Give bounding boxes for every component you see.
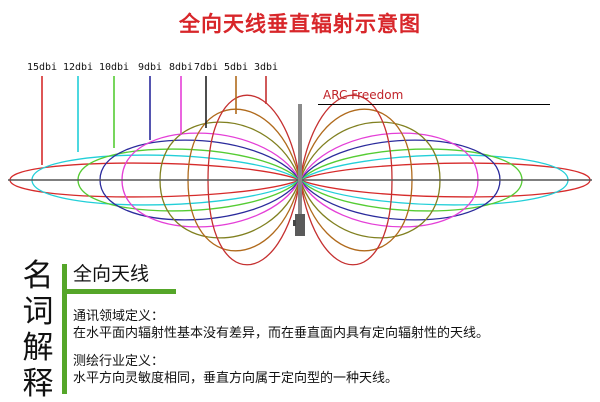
- antenna-base: [295, 214, 305, 236]
- antenna-mast: [298, 104, 302, 214]
- side-char: 释: [22, 366, 54, 402]
- gain-label: 10dbi: [99, 62, 129, 73]
- gain-label: 7dbi: [194, 62, 218, 73]
- antenna-bracket: [293, 220, 296, 226]
- gain-label: 15dbi: [27, 62, 57, 73]
- gain-label: 3dbi: [254, 62, 278, 73]
- gain-label: 9dbi: [138, 62, 162, 73]
- gain-label: 12dbi: [63, 62, 93, 73]
- section-title-surveying: 测绘行业定义：: [73, 354, 165, 369]
- green-horizontal-bar: [62, 289, 176, 294]
- gain-label: 8dbi: [169, 62, 193, 73]
- section-body-surveying: 水平方向灵敏度相同，垂直方向属于定向型的一种天线。: [73, 371, 399, 386]
- page-title: 全向天线垂直辐射示意图: [179, 12, 421, 36]
- side-char: 解: [22, 330, 54, 366]
- brand-underline: [318, 104, 550, 105]
- section-body-communications: 在水平面内辐射性基本没有差异，而在垂直面内具有定向辐射性的天线。: [73, 326, 490, 341]
- green-vertical-bar: [62, 264, 67, 394]
- side-char: 名: [22, 258, 54, 294]
- brand-label: ARC Freedom: [323, 88, 404, 102]
- side-char: 词: [22, 294, 54, 330]
- term-heading: 全向天线: [73, 263, 150, 285]
- gain-label: 5dbi: [224, 62, 248, 73]
- side-label: 名 词 解 释: [18, 258, 58, 402]
- section-title-communications: 通讯领域定义：: [73, 309, 165, 324]
